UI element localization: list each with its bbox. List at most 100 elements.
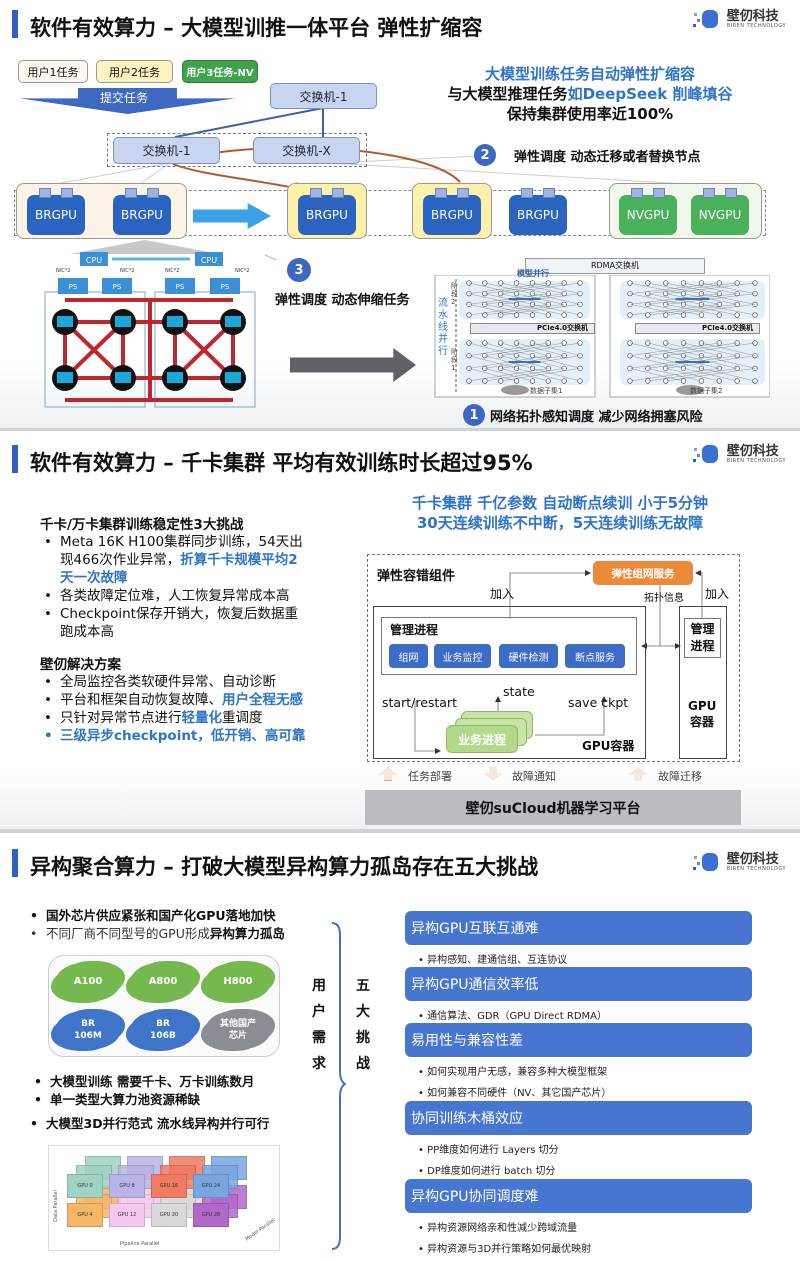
headline-text: 与大模型推理任务	[447, 85, 568, 103]
challenge-detail: • 通信算法、GDR（GPU Direct RDMA）	[418, 1011, 607, 1022]
cpu-box	[80, 252, 108, 266]
btn-networking: 组网	[389, 644, 428, 668]
gpu-container-right-label: GPU容器	[688, 699, 717, 729]
challenge-detail: • 如何实现用户无感，兼容多种大模型框架	[418, 1067, 608, 1078]
fault-notify-label: 故障通知	[512, 770, 556, 783]
challenge-detail: • 异构感知、建通信组、互连协议	[418, 955, 568, 966]
gpu-row-dashed	[14, 190, 766, 236]
gpu-cube: GPU 16	[151, 1174, 187, 1198]
submit-task-label: 提交任务	[100, 91, 149, 105]
gpu-cloud: H800	[205, 963, 271, 1001]
state-label: state	[503, 684, 535, 699]
gpu-cloud: 其他国产芯片	[205, 1011, 271, 1049]
step3-text: 弹性调度 动态伸缩任务	[275, 293, 410, 308]
solution-item: 三级异步checkpoint，低开销、高可靠	[40, 727, 310, 745]
gpu-cloud: A100	[55, 963, 121, 1001]
gpu-cube: GPU 8	[109, 1174, 145, 1198]
ps-box	[210, 278, 240, 294]
pipeline-axis-label: Pipeline Parallel	[120, 1241, 160, 1247]
gpu-container-label: GPU容器	[582, 739, 635, 753]
ps-box	[58, 278, 88, 294]
btn-hw-check: 硬件检测	[499, 644, 558, 668]
headline-line2: 与大模型推理任务如DeepSeek 削峰填谷	[440, 84, 740, 104]
logo-mark-icon	[692, 445, 718, 463]
biz-process-box: 业务进程	[446, 725, 518, 753]
deploy-label: 任务部署	[408, 770, 452, 783]
data-subset-2: 数据子集2	[690, 387, 723, 395]
headline: 大模型训练任务自动弹性扩缩容 与大模型推理任务如DeepSeek 削峰填谷 保持…	[440, 64, 740, 124]
step2-text: 弹性调度 动态迁移或者替换节点	[514, 150, 701, 165]
mgmt-process-right: 管理进程	[684, 618, 721, 658]
left-text: 千卡/万卡集群训练稳定性3大挑战 Meta 16K H100集群同步训练，54天…	[40, 513, 310, 745]
challenge-detail: • 异构资源网络亲和性减少跨域流量	[418, 1223, 578, 1234]
ps-box	[165, 278, 195, 294]
logo-text: 壁仞科技	[726, 443, 779, 459]
logo-subtext: BIREN TECHNOLOGY	[726, 865, 786, 872]
switch-x: 交换机-X	[253, 137, 360, 164]
slide-divider	[0, 428, 800, 431]
challenge-header: 易用性与兼容性差	[405, 1023, 752, 1057]
cpu-label: CPU	[86, 256, 102, 265]
ps-label: PS	[69, 283, 78, 291]
fault-migrate-label: 故障迁移	[658, 770, 702, 783]
logo-mark-icon	[692, 10, 718, 28]
btn-biz-monitor: 业务监控	[434, 644, 491, 668]
challenge-item: 各类故障定位难，人工恢复异常成本高	[40, 587, 310, 605]
platform-bar: 壁仞suCloud机器学习平台	[365, 790, 741, 825]
pipeline-label: 流水线并行	[438, 298, 448, 357]
gpu-cube: GPU 24	[193, 1174, 229, 1198]
topo-info-label: 拓扑信息	[644, 593, 684, 604]
solution-item: 全局监控各类软硬件异常、自动诊断	[40, 673, 310, 691]
bullet-item: 大模型训练 需要千卡、万卡训练数月	[30, 1073, 254, 1091]
top-bullets: 国外芯片供应紧张和国产化GPU落地加快 不同厂商不同型号的GPU形成异构算力孤岛	[26, 907, 285, 943]
solutions-list: 全局监控各类软硬件异常、自动诊断 平台和框架自动恢复故障、用户全程无感 只针对异…	[40, 673, 310, 745]
slide-title: 软件有效算力 – 大模型训推一体平台 弹性扩缩容	[30, 16, 483, 40]
cpu-box	[195, 252, 223, 266]
switch-top: 交换机-1	[270, 83, 377, 109]
join-label-1: 加入	[490, 587, 515, 601]
user1-task: 用户1任务	[18, 60, 88, 83]
headline-line1: 大模型训练任务自动弹性扩缩容	[484, 65, 695, 83]
challenge-header: 异构GPU互联互通难	[405, 911, 752, 945]
component-title: 弹性容错组件	[377, 569, 456, 584]
challenge-detail: • DP维度如何进行 batch 切分	[418, 1166, 556, 1177]
challenge-item: Checkpoint保存开销大，恢复后数据重跑成本高	[40, 605, 310, 641]
slide-divider	[0, 829, 800, 833]
data-axis-label: Data Parallel	[52, 1190, 59, 1222]
headline: 千卡集群 千亿参数 自动断点续训 小于5分钟 30天连续训练不中断，5天连续训练…	[360, 493, 760, 533]
pipeline-network-diagram	[434, 275, 770, 398]
title-accent-bar	[12, 10, 18, 38]
bullet-item: 不同厂商不同型号的GPU形成异构算力孤岛	[26, 925, 285, 943]
gpu-cloud: BR 106B	[130, 1011, 196, 1049]
nic-label: NIC*2	[235, 268, 249, 274]
cpu-label: CPU	[201, 256, 217, 265]
gpu-container-right	[679, 606, 727, 759]
gpu-cube: GPU 12	[109, 1203, 145, 1227]
stage1-label: 阶段1	[451, 348, 458, 372]
challenges-list: Meta 16K H100集群同步训练，54天出现466次作业异常，折算千卡规模…	[40, 533, 310, 641]
gpu-cloud: BR 106M	[55, 1011, 121, 1049]
step1-text: 网络拓扑感知调度 减少网络拥塞风险	[490, 410, 703, 425]
headline-line2: 30天连续训练不中断，5天连续训练无故障	[416, 514, 704, 532]
challenge-detail: • 异构资源与3D并行策略如何最优映射	[418, 1244, 592, 1255]
network-service-box: 弹性组网服务	[593, 561, 693, 585]
mgmt-process-title: 管理进程	[390, 623, 439, 637]
headline-highlight: 如DeepSeek 削峰填谷	[567, 85, 733, 103]
bullet-item: 大模型3D并行范式 流水线异构并行可行	[26, 1115, 269, 1133]
gpu-cube: GPU 20	[151, 1203, 187, 1227]
switch-group-box	[107, 133, 367, 167]
gpu-container-box	[373, 606, 646, 759]
nic-label: NIC*2	[120, 268, 134, 274]
challenge-header: 协同训练木桶效应	[405, 1101, 752, 1135]
ps-label: PS	[221, 283, 230, 291]
user2-task: 用户2任务	[96, 60, 173, 83]
step1-badge: 1	[463, 404, 485, 426]
